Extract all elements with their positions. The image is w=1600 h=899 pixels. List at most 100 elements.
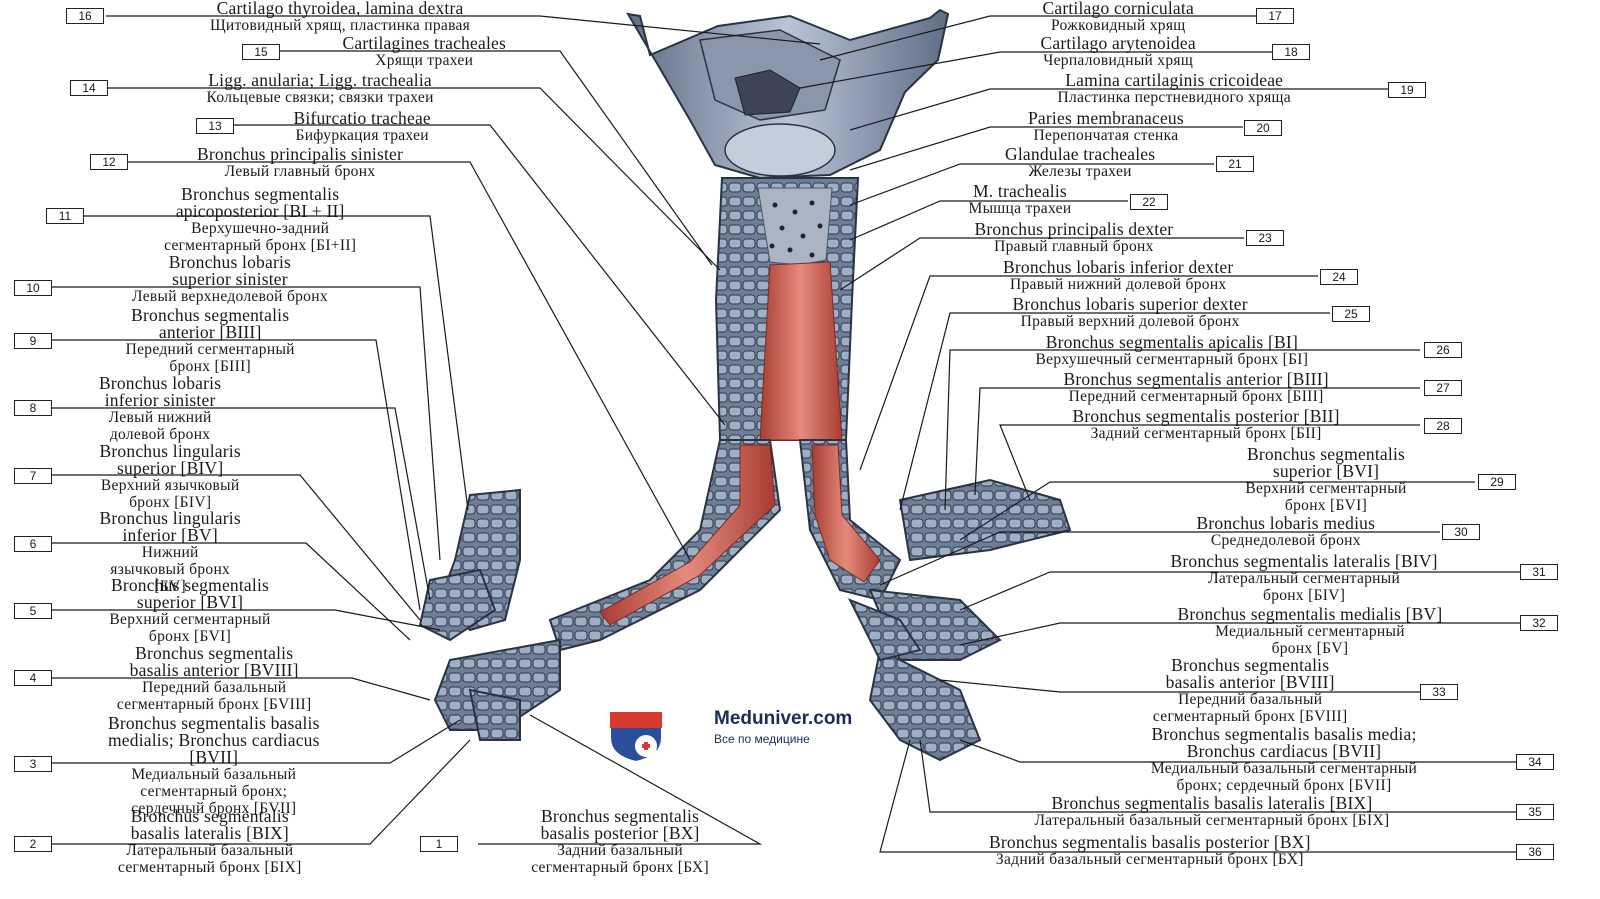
latin-term: Bronchus lingularis inferior [BV] (99, 508, 241, 545)
latin-term: Bronchus principalis sinister (197, 144, 404, 164)
latin-term: M. trachealis (972, 181, 1067, 201)
label-number: 4 (14, 670, 52, 686)
label-27: Bronchus segmentalis anterior [BIII]Пере… (1063, 369, 1329, 405)
label-number: 17 (1256, 8, 1294, 24)
russian-term: Левый главный бронх (224, 163, 376, 180)
russian-term: Пластинка перстневидного хряща (1057, 89, 1291, 106)
latin-term: Bronchus segmentalis basalis lateralis [… (1051, 793, 1373, 813)
label-number: 16 (66, 8, 104, 24)
russian-term: Верхний сегментарный бронх [БVI] (109, 611, 271, 645)
russian-term: Латеральный базальный сегментарный бронх… (117, 842, 302, 876)
russian-term: Железы трахеи (1028, 163, 1132, 180)
label-number: 20 (1244, 120, 1282, 136)
label-number: 7 (14, 468, 52, 484)
leader-lines (48, 15, 1520, 853)
label-6: Bronchus lingularis inferior [BV]Нижний … (89, 508, 252, 595)
label-5: Bronchus segmentalis superior [BVI]Верхн… (104, 575, 276, 645)
label-number: 27 (1424, 380, 1462, 396)
latin-term: Bronchus segmentalis basalis anterior [B… (129, 643, 299, 680)
russian-term: Левый верхнедолевой бронх (132, 288, 328, 305)
latin-term: Bronchus segmentalis anterior [BIII] (1063, 369, 1329, 389)
russian-term: Левый нижний долевой бронх (108, 409, 212, 443)
russian-term: Правый верхний долевой бронх (1020, 313, 1240, 330)
russian-term: Верхушечно-задний сегментарный бронх [БI… (164, 220, 357, 254)
label-35: Bronchus segmentalis basalis lateralis [… (1034, 793, 1390, 829)
label-number: 11 (46, 208, 84, 224)
latin-term: Bifurcatio tracheae (293, 108, 431, 128)
label-number: 14 (70, 80, 108, 96)
russian-term: Латеральный базальный сегментарный бронх… (1034, 812, 1390, 829)
russian-term: Хрящи трахеи (375, 52, 474, 69)
label-31: Bronchus segmentalis lateralis [BIV]Лате… (1171, 552, 1438, 604)
label-number: 28 (1424, 418, 1462, 434)
label-number: 10 (14, 280, 52, 296)
label-number: 15 (242, 44, 280, 60)
russian-term: Мышца трахеи (968, 200, 1072, 217)
trachea (714, 177, 860, 441)
latin-term: Bronchus segmentalis apicalis [BI] (1045, 332, 1298, 352)
russian-term: Щитовидный хрящ, пластинка правая (210, 17, 471, 34)
label-number: 2 (14, 836, 52, 852)
russian-term: Нижний язычковый бронх [БV] (110, 544, 231, 595)
russian-term: Кольцевые связки; связки трахеи (206, 89, 434, 106)
russian-term: Задний базальный сегментарный бронх [БХ] (531, 842, 709, 876)
label-2: Bronchus segmentalis basalis lateralis [… (109, 806, 311, 876)
label-number: 35 (1516, 804, 1554, 820)
label-number: 30 (1442, 524, 1480, 540)
label-number: 25 (1332, 306, 1370, 322)
right-bronchial-tree (847, 478, 1072, 762)
larynx (626, 8, 950, 180)
latin-term: Bronchus segmentalis superior [BVI] (1246, 444, 1406, 481)
label-4: Bronchus segmentalis basalis anterior [B… (105, 643, 323, 713)
russian-term: Латеральный сегментарный бронх [БIV] (1208, 570, 1401, 604)
latin-term: Cartilago corniculata (1042, 0, 1194, 18)
latin-term: Bronchus segmentalis superior [BVI] (110, 575, 270, 612)
latin-term: Cartilagines tracheales (342, 33, 506, 53)
label-number: 23 (1246, 230, 1284, 246)
label-number: 24 (1320, 269, 1358, 285)
logo-site-name[interactable]: Meduniver.com (714, 708, 853, 729)
label-number: 9 (14, 333, 52, 349)
russian-term: Среднедолевой бронх (1210, 532, 1361, 549)
latin-term: Bronchus segmentalis basalis lateralis [… (130, 806, 289, 843)
russian-term: Перепончатая стенка (1033, 127, 1179, 144)
latin-term: Bronchus lobaris superior dexter (1012, 294, 1248, 314)
label-number: 29 (1478, 474, 1516, 490)
russian-term: Задний сегментарный бронх [БII] (1090, 425, 1322, 442)
russian-term: Медиальный сегментарный бронх [БV] (1215, 623, 1405, 657)
label-32: Bronchus segmentalis medialis [BV]Медиал… (1178, 605, 1443, 657)
left-bronchial-tree (418, 488, 561, 741)
label-number: 12 (90, 154, 128, 170)
label-7: Bronchus lingularis superior [BIV]Верхни… (89, 441, 252, 511)
latin-term: Bronchus lingularis superior [BIV] (99, 441, 241, 478)
label-number: 19 (1388, 82, 1426, 98)
russian-term: Черпаловидный хрящ (1043, 52, 1194, 69)
label-number: 13 (196, 118, 234, 134)
latin-term: Bronchus segmentalis basalis media; Bron… (1151, 724, 1417, 761)
label-number: 5 (14, 603, 52, 619)
label-33: Bronchus segmentalis basalis anterior [B… (1141, 655, 1359, 725)
label-36: Bronchus segmentalis basalis posterior [… (989, 833, 1311, 868)
russian-term: Медиальный базальный сегментарный бронх;… (131, 766, 297, 817)
latin-term: Bronchus segmentalis basalis posterior [… (540, 806, 700, 843)
logo-tagline: Все по медицине (714, 732, 810, 746)
latin-term: Bronchus segmentalis basalis anterior [B… (1165, 655, 1335, 692)
label-number: 8 (14, 400, 52, 416)
latin-term: Bronchus lobaris inferior sinister (98, 373, 222, 410)
russian-term: Рожковидный хрящ (1050, 17, 1186, 34)
russian-term: Правый нижний долевой бронх (1009, 276, 1227, 293)
label-number: 22 (1130, 194, 1168, 210)
label-1: Bronchus segmentalis basalis posterior [… (524, 806, 717, 876)
